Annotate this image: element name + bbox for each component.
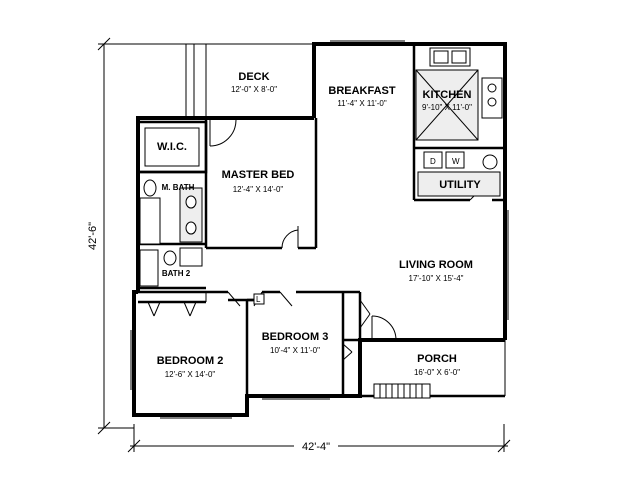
m-bath-label: M. BATH [162,183,195,192]
bedroom3-label: BEDROOM 3 [262,331,329,343]
overall-depth-label: 42'-6" [87,222,99,250]
bedroom3-size: 10'-4" X 11'-0" [270,346,320,355]
bath2-label: BATH 2 [162,269,191,278]
washer-marker: W [452,157,460,166]
deck-label: DECK [238,71,269,83]
living-room-label: LIVING ROOM [399,259,473,271]
porch-label: PORCH [417,353,457,365]
linen-marker: L [256,295,261,304]
breakfast-size: 11'-4" X 11'-0" [337,99,387,108]
bedroom2-label: BEDROOM 2 [157,355,224,367]
bedroom2-size: 12'-6" X 14'-0" [165,370,216,379]
master-bed-size: 12'-4" X 14'-0" [233,185,284,194]
windows [130,40,509,419]
living-room-size: 17'-10" X 15'-4" [409,274,464,283]
kitchen-label: KITCHEN [423,89,472,101]
utility-label: UTILITY [439,179,481,191]
kitchen-size: 9'-10" X 11'-0" [422,103,472,112]
master-bed-label: MASTER BED [222,169,295,181]
breakfast-label: BREAKFAST [328,85,396,97]
fixtures [139,47,503,399]
deck-size: 12'-0" X 8'-0" [231,85,277,94]
wic-label: W.I.C. [157,141,187,153]
dryer-marker: D [430,157,436,166]
overall-width-label: 42'-4" [302,441,330,453]
porch-size: 16'-0" X 6'-0" [414,368,460,377]
deck-area [185,43,314,118]
